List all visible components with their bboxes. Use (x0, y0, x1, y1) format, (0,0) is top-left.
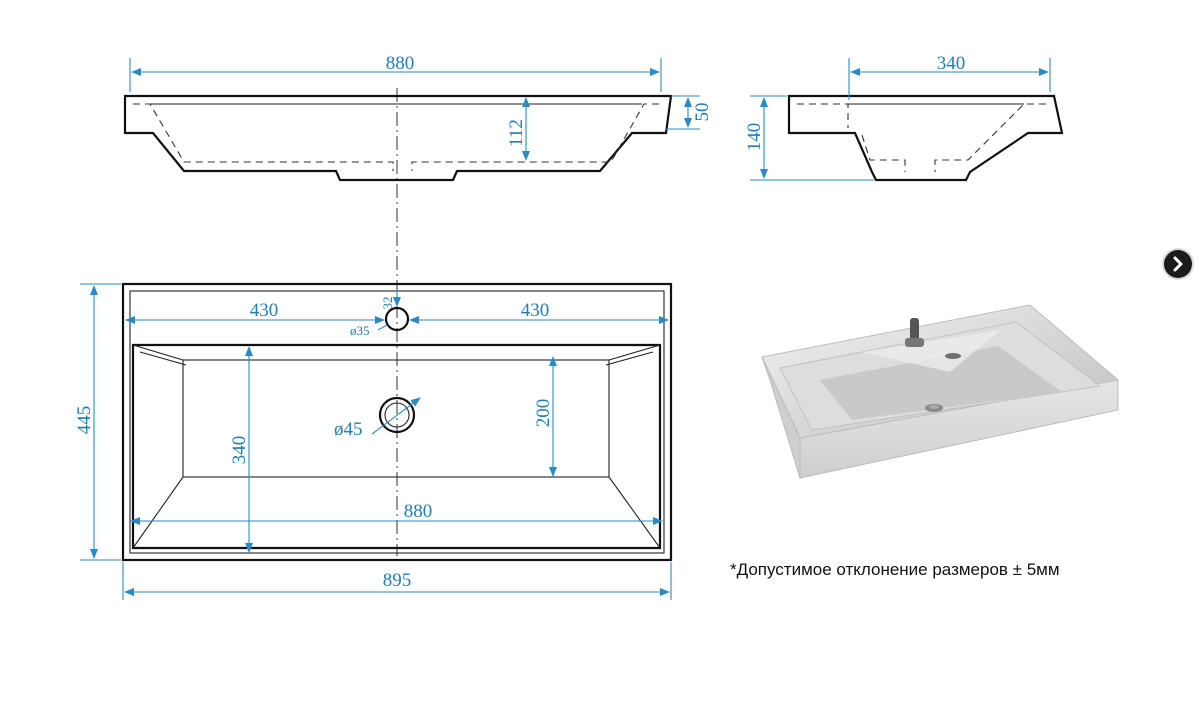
plan-depth-dimension: 445 (74, 406, 95, 435)
rim-height-dimension: 50 (692, 103, 713, 122)
chevron-right-icon (1173, 256, 1183, 272)
outer-width-dimension: 895 (383, 570, 412, 591)
drain-hole (378, 396, 416, 434)
drain-diameter-dimension: ø45 (334, 419, 363, 440)
basin-render (761, 304, 1120, 479)
drain-offset-dimension: 200 (533, 399, 554, 428)
tap-hole-diameter-dimension: ø35 (350, 323, 370, 338)
bowl-depth-dimension: 340 (229, 436, 250, 465)
next-image-button[interactable] (1164, 250, 1192, 278)
plan-view: 430 430 32 ø35 ø45 445 340 200 880 895 (74, 282, 673, 600)
inner-width-dimension: 880 (404, 501, 433, 522)
side-section-view: 340 140 (744, 53, 1064, 182)
left-offset-dimension: 430 (250, 300, 279, 321)
side-width-dimension: 340 (937, 53, 966, 74)
tap-hole (384, 306, 410, 332)
depth-dimension: 112 (506, 119, 527, 147)
width-dimension: 880 (386, 53, 415, 74)
front-section-view: 880 50 112 (123, 53, 713, 182)
right-offset-dimension: 430 (521, 300, 550, 321)
side-height-dimension: 140 (744, 123, 765, 152)
tolerance-note: *Допустимое отклонение размеров ± 5мм (730, 560, 1060, 579)
tap-hole-offset-dimension: 32 (380, 297, 395, 310)
